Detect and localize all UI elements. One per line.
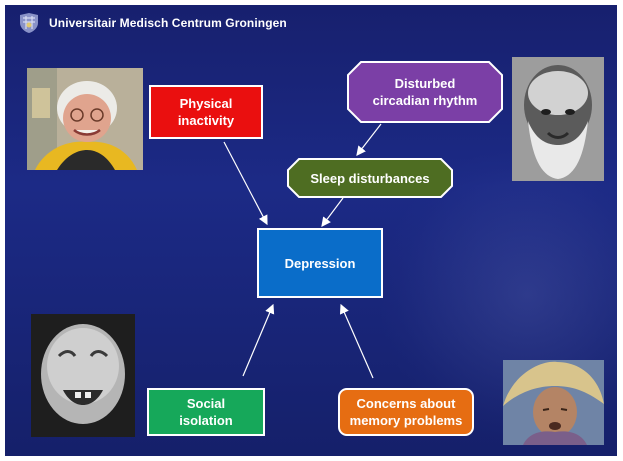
arrow-sleep-to-depression: [321, 197, 344, 227]
disturbed-rhythm-node: [347, 61, 503, 123]
elderly-woman-hat-photo: [503, 360, 604, 445]
disturbed-rhythm-label: Disturbed circadian rhythm: [372, 76, 478, 108]
sleep-disturbances-label: Sleep disturbances: [310, 170, 430, 186]
header-title: Universitair Medisch Centrum Groningen: [49, 16, 287, 30]
depression-label: Depression: [284, 255, 356, 271]
arrow-memory-to-depression: [339, 303, 374, 379]
umcg-crest-icon: [20, 13, 38, 33]
arrow-rhythm-to-sleep: [356, 123, 382, 156]
physical-inactivity-label: Physical inactivity: [177, 96, 235, 128]
elderly-woman-glasses-photo: [27, 68, 143, 170]
social-isolation-node: Social isolation: [147, 388, 265, 436]
disturbed-rhythm-text: Disturbed circadian rhythm: [347, 61, 503, 123]
depression-node: Depression: [257, 228, 383, 298]
slide: Universitair Medisch Centrum Groningen D…: [5, 5, 617, 456]
elderly-man-beard-photo: [512, 57, 604, 181]
physical-inactivity-node: Physical inactivity: [149, 85, 263, 139]
arrows-layer: [223, 123, 382, 379]
social-isolation-label: Social isolation: [179, 396, 233, 428]
sleep-disturbances-text: Sleep disturbances: [287, 158, 453, 198]
memory-concerns-node: Concerns about memory problems: [338, 388, 474, 436]
header: Universitair Medisch Centrum Groningen: [5, 5, 617, 41]
arrow-physical-to-depression: [223, 141, 268, 226]
memory-concerns-label: Concerns about memory problems: [349, 396, 463, 428]
arrow-social-to-depression: [242, 303, 275, 377]
elderly-man-laughing-photo: [31, 314, 135, 437]
sleep-disturbances-node: [287, 158, 453, 198]
